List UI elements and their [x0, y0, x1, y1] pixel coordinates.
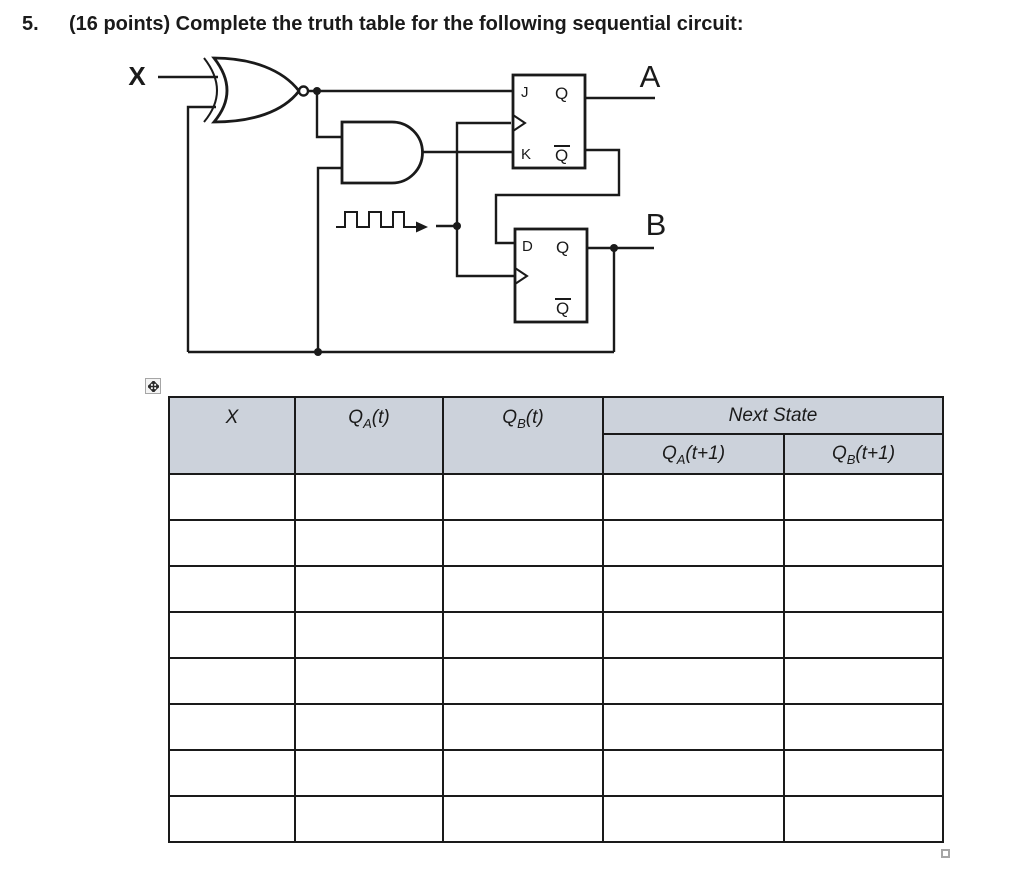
table-cell[interactable]: [783, 657, 944, 705]
next-state-label: Next State: [728, 404, 818, 426]
and-gate: [340, 120, 424, 185]
table-row: [168, 795, 944, 843]
circuit-wires: [158, 75, 655, 354]
jk-label-q: Q: [555, 84, 568, 103]
table-cell[interactable]: [168, 657, 296, 705]
table-cell[interactable]: [294, 611, 444, 659]
table-cell[interactable]: [783, 519, 944, 567]
table-cell[interactable]: [168, 749, 296, 797]
table-cell[interactable]: [602, 749, 785, 797]
table-cell[interactable]: [168, 795, 296, 843]
table-cell[interactable]: [168, 473, 296, 521]
table-cell[interactable]: [783, 473, 944, 521]
table-move-handle[interactable]: [145, 378, 161, 394]
table-row: [168, 473, 944, 521]
clock-triangle-icon: [512, 114, 527, 132]
table-row: [168, 519, 944, 567]
table-cell[interactable]: [442, 749, 604, 797]
table-row: [168, 749, 944, 797]
qa-base: Q: [348, 407, 364, 428]
move-arrows-icon: [147, 380, 159, 392]
xnor-gate: [203, 56, 310, 124]
col-header-qa-t[interactable]: QA(t): [294, 396, 444, 475]
qa-sub: A: [363, 415, 372, 431]
table-cell[interactable]: [783, 749, 944, 797]
table-cell[interactable]: [168, 703, 296, 751]
table-row: [168, 565, 944, 613]
table-cell[interactable]: [294, 749, 444, 797]
table-cell[interactable]: [294, 565, 444, 613]
qb-paren: (t): [525, 407, 544, 428]
junction-dots: [313, 87, 618, 356]
qb-sub: B: [517, 415, 526, 431]
output-b-label: B: [646, 207, 667, 242]
table-cell[interactable]: [168, 565, 296, 613]
table-cell[interactable]: [602, 519, 785, 567]
col-header-qb-t[interactable]: QB(t): [442, 396, 604, 475]
jk-flipflop: J Q K Q: [511, 73, 587, 170]
qa-next-sub: A: [676, 451, 686, 467]
table-cell[interactable]: [442, 703, 604, 751]
col-header-qb-t1[interactable]: QB(t+1): [783, 433, 944, 475]
d-flipflop: D Q Q: [513, 227, 589, 324]
table-cell[interactable]: [783, 611, 944, 659]
table-cell[interactable]: [783, 565, 944, 613]
table-cell[interactable]: [783, 795, 944, 843]
clock-waveform-icon: [336, 211, 428, 233]
table-cell[interactable]: [442, 519, 604, 567]
table-cell[interactable]: [168, 611, 296, 659]
qa-paren: (t): [371, 407, 390, 428]
col-header-x-label: X: [225, 407, 239, 428]
col-header-qa-t1[interactable]: QA(t+1): [602, 433, 785, 475]
table-cell[interactable]: [442, 611, 604, 659]
qa-next-paren: (t+1): [685, 443, 726, 464]
qb-next-sub: B: [846, 451, 856, 467]
truth-table-body: [168, 473, 944, 843]
table-cell[interactable]: [294, 519, 444, 567]
table-cell[interactable]: [602, 611, 785, 659]
table-cell[interactable]: [602, 565, 785, 613]
col-header-next-state[interactable]: Next State: [602, 396, 944, 435]
jk-label-k: K: [521, 146, 531, 163]
input-x-label: X: [128, 61, 146, 91]
table-cell[interactable]: [442, 473, 604, 521]
table-cell[interactable]: [168, 519, 296, 567]
d-label-d: D: [522, 238, 533, 255]
table-resize-handle[interactable]: [941, 849, 950, 858]
d-label-qbar: Q: [556, 299, 569, 318]
table-cell[interactable]: [602, 657, 785, 705]
header-row-1: X QA(t) QB(t) Next State: [168, 396, 944, 475]
table-cell[interactable]: [602, 473, 785, 521]
truth-table: X QA(t) QB(t) Next State QA(t+1) QB(t+1): [168, 396, 944, 843]
col-header-x[interactable]: X: [168, 396, 296, 475]
question-text: (16 points) Complete the truth table for…: [69, 13, 744, 35]
table-row: [168, 703, 944, 751]
qa-next-base: Q: [661, 443, 677, 464]
qb-next-paren: (t+1): [855, 443, 896, 464]
clock-triangle-icon: [514, 267, 529, 285]
jk-label-qbar: Q: [555, 146, 568, 165]
table-row: [168, 657, 944, 705]
qb-next-base: Q: [831, 443, 847, 464]
jk-label-j: J: [521, 84, 529, 101]
table-cell[interactable]: [442, 657, 604, 705]
table-cell[interactable]: [294, 657, 444, 705]
table-cell[interactable]: [783, 703, 944, 751]
table-cell[interactable]: [294, 473, 444, 521]
table-cell[interactable]: [602, 795, 785, 843]
question-number: 5.: [22, 13, 39, 35]
table-cell[interactable]: [294, 795, 444, 843]
output-a-label: A: [640, 59, 661, 94]
header-row-2: QA(t+1) QB(t+1): [169, 433, 944, 475]
table-cell[interactable]: [602, 703, 785, 751]
table-cell[interactable]: [442, 565, 604, 613]
sequential-circuit-diagram: J Q K Q D Q Q X A B: [128, 56, 667, 356]
table-row: [168, 611, 944, 659]
d-label-q: Q: [556, 238, 569, 257]
table-cell[interactable]: [442, 795, 604, 843]
qb-base: Q: [502, 407, 518, 428]
inverter-bubble-icon: [297, 85, 310, 97]
table-cell[interactable]: [294, 703, 444, 751]
